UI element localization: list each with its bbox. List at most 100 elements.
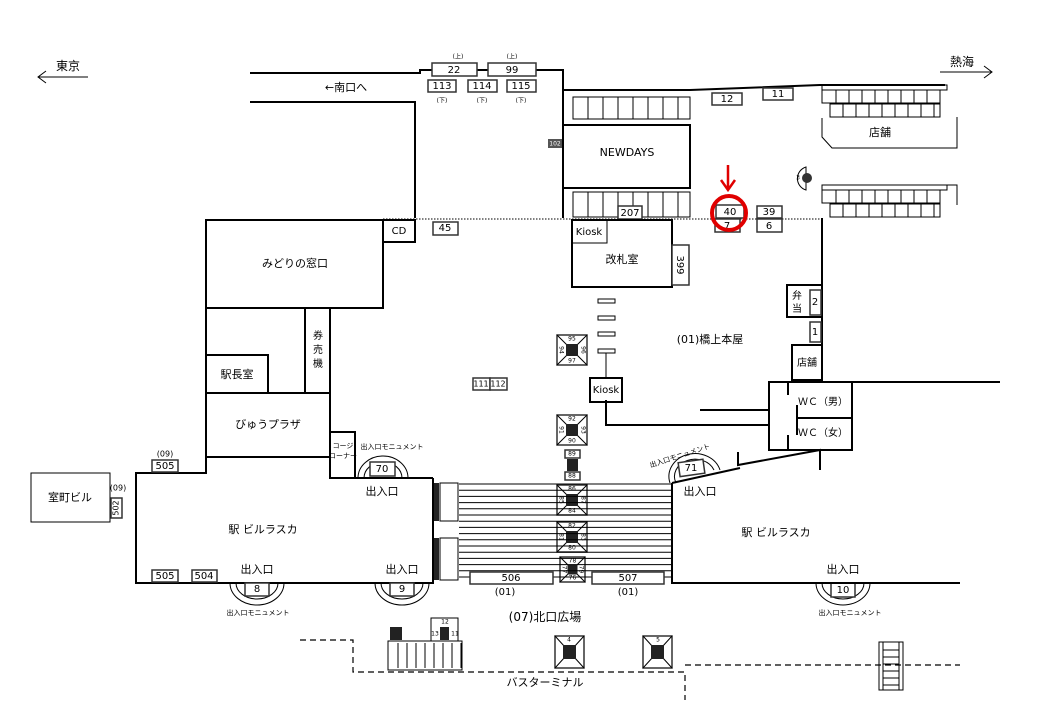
barriers (597, 298, 616, 378)
svg-text:駅長室: 駅長室 (221, 367, 254, 381)
svg-text:Kiosk: Kiosk (593, 385, 620, 396)
plaza-pillar-5: 5 (642, 635, 673, 669)
exit-8: 出入口 8 出入口モニュメント (227, 562, 290, 617)
svg-text:71: 71 (685, 463, 698, 474)
svg-text:改札室: 改札室 (606, 252, 639, 266)
ad-board-12: 12 (721, 94, 734, 105)
svg-text:CD: CD (392, 226, 407, 237)
shop-small (791, 344, 823, 381)
pillar-label-right: 87 (580, 496, 587, 504)
svg-text:(下): (下) (477, 98, 488, 105)
svg-text:出入口: 出入口 (827, 562, 860, 576)
lusca-right: 駅 ビルラスカ (671, 467, 960, 584)
svg-text:8: 8 (254, 584, 260, 595)
svg-text:店舗: 店舗 (797, 356, 817, 369)
pillar-label-right: 79 (578, 566, 585, 574)
svg-text:出入口: 出入口 (241, 562, 274, 576)
south-exit-label: ←南口へ (325, 81, 367, 94)
ad-boards-top: (上) (上) 22 99 113 114 115 (下) (下) (下) (427, 53, 537, 105)
wc-women: ＷＣ（女） (798, 426, 848, 439)
svg-text:(下): (下) (516, 98, 527, 105)
svg-text:102: 102 (549, 141, 561, 148)
svg-text:89: 89 (568, 451, 576, 458)
shop-top-right (821, 117, 958, 149)
pillar-label-top: 82 (568, 523, 576, 530)
svg-text:Kiosk: Kiosk (576, 227, 603, 238)
svg-text:12: 12 (441, 619, 449, 626)
newdays-label: NEWDAYS (600, 146, 655, 159)
lusca-left: 駅 ビルラスカ (09) 505 505 504 (135, 450, 434, 584)
muromachi-building: 室町ビル (09) 502 (30, 472, 126, 523)
svg-text:弁: 弁 (792, 289, 802, 302)
direction-atami: 熱海 (940, 54, 993, 79)
ad-board-506: 506 (501, 573, 520, 584)
ad-board-6: 6 (766, 221, 772, 232)
svg-text:4: 4 (567, 637, 571, 644)
exit-10: 出入口 10 出入口モニュメント (815, 562, 882, 617)
wc-men: ＷＣ（男） (798, 396, 848, 408)
svg-text:88: 88 (568, 473, 576, 480)
svg-text:113: 113 (432, 81, 451, 92)
ticket-office: Kiosk 改札室 399 (571, 219, 690, 288)
left-offices: みどりの窓口 CD 券売機 駅長室 びゅうプラザ コージ コーナー (205, 219, 433, 479)
svg-text:(上): (上) (507, 53, 518, 61)
highlight-circle (710, 194, 748, 232)
svg-text:出入口: 出入口 (684, 484, 717, 498)
svg-text:(上): (上) (453, 53, 464, 61)
pillar-label-bottom: 90 (568, 438, 576, 445)
restrooms: ＷＣ（男） ＷＣ（女） (605, 381, 1000, 470)
bento-shop (786, 284, 823, 318)
svg-text:10: 10 (837, 585, 850, 596)
svg-text:熱海: 熱海 (950, 54, 974, 69)
newdays-shop (562, 124, 691, 189)
pillar-label-left: 91 (558, 426, 565, 434)
svg-text:出入口: 出入口 (366, 484, 399, 498)
pillar-label-bottom: 97 (568, 358, 576, 365)
highlight-arrow-icon (719, 165, 737, 193)
svg-text:22: 22 (448, 65, 461, 76)
pillar-label-left: 94 (558, 346, 565, 354)
pillar-label-left: 81 (558, 533, 565, 541)
svg-text:出入口モニュメント: 出入口モニュメント (361, 442, 424, 451)
north-plaza-label: (07)北口広場 (509, 610, 582, 624)
ad-board-7: 7 (724, 221, 730, 232)
escalator-right-top (821, 84, 958, 218)
exit-9: 出入口 9 (374, 562, 430, 606)
elevator-icon: 3 (796, 166, 812, 191)
north-stairs (433, 482, 672, 581)
stairs-bottom-right (878, 641, 904, 691)
exit-71: 71 出入口モニュメント 出入口 (648, 442, 721, 498)
svg-text:70: 70 (376, 464, 389, 475)
svg-text:115: 115 (511, 81, 530, 92)
svg-text:502: 502 (112, 500, 121, 515)
svg-text:505: 505 (155, 571, 174, 582)
svg-text:504: 504 (194, 571, 213, 582)
svg-text:びゅうプラザ: びゅうプラザ (235, 418, 301, 431)
pillar-label-bottom: 84 (568, 508, 576, 515)
pillar-label-right: 96 (580, 346, 587, 354)
pillar-label-bottom: 80 (568, 545, 576, 552)
svg-text:出入口モニュメント: 出入口モニュメント (227, 608, 290, 617)
ad-board-507: 507 (618, 573, 637, 584)
pillar-label-top: 78 (569, 558, 577, 565)
svg-text:114: 114 (472, 81, 491, 92)
pillar-label-top: 86 (568, 486, 576, 493)
svg-text:5: 5 (656, 637, 660, 644)
svg-text:(下): (下) (437, 98, 448, 105)
svg-text:3: 3 (796, 175, 800, 182)
direction-tokyo: 東京 (37, 59, 88, 84)
svg-text:駅 ビルラスカ: 駅 ビルラスカ (228, 523, 297, 536)
plaza-pillar-4: 4 (554, 635, 585, 669)
ad-board-45: 45 (439, 223, 452, 234)
pillar-label-left: 77 (561, 566, 568, 574)
ad-board-40[interactable]: 40 (724, 207, 737, 218)
ticket-machine-label: 券売機 (313, 329, 323, 370)
shop-top-right-label: 店舗 (869, 125, 891, 139)
pillar-label-right: 83 (580, 533, 587, 541)
svg-text:112: 112 (490, 380, 505, 389)
ad-board-207: 207 (620, 208, 639, 219)
pillar-label-left: 85 (558, 496, 565, 504)
